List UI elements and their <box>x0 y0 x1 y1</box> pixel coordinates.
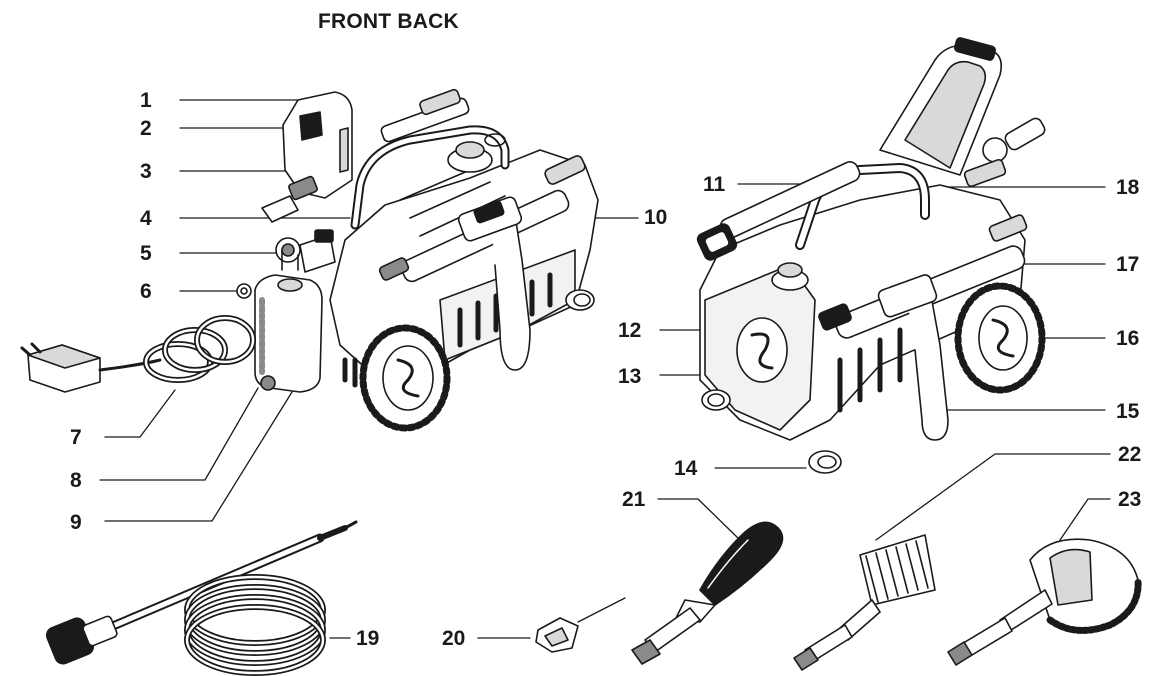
callout-2: 2 <box>140 117 152 140</box>
leader-lines <box>99 99 1111 639</box>
rotating-brush-icon <box>947 538 1142 666</box>
callout-12: 12 <box>618 319 642 342</box>
diagram-title: FRONT BACK <box>318 10 459 33</box>
turbo-nozzle-icon <box>631 521 784 665</box>
callout-8: 8 <box>70 469 82 492</box>
callout-21: 21 <box>622 488 646 511</box>
callout-23: 23 <box>1118 488 1142 511</box>
hose-and-wand-icon <box>45 520 358 676</box>
callout-6: 6 <box>140 280 152 303</box>
callout-10: 10 <box>644 206 668 229</box>
callout-1: 1 <box>140 89 152 112</box>
callout-11: 11 <box>703 173 726 196</box>
callout-17: 17 <box>1116 253 1140 276</box>
pressure-washer-front-icon <box>20 88 599 432</box>
callout-22: 22 <box>1118 443 1142 466</box>
callout-4: 4 <box>140 207 152 230</box>
callout-16: 16 <box>1116 327 1140 350</box>
callout-7: 7 <box>70 426 82 449</box>
callout-14: 14 <box>674 457 698 480</box>
callout-5: 5 <box>140 242 152 265</box>
callout-15: 15 <box>1116 400 1140 423</box>
callout-20: 20 <box>442 627 466 650</box>
callout-19: 19 <box>356 627 380 650</box>
callout-13: 13 <box>618 365 642 388</box>
pressure-washer-back-icon <box>696 37 1046 474</box>
nozzle-clip-icon <box>535 617 579 653</box>
scrub-brush-icon <box>793 534 936 671</box>
callout-3: 3 <box>140 160 152 183</box>
callout-18: 18 <box>1116 176 1140 199</box>
callout-9: 9 <box>70 511 82 534</box>
